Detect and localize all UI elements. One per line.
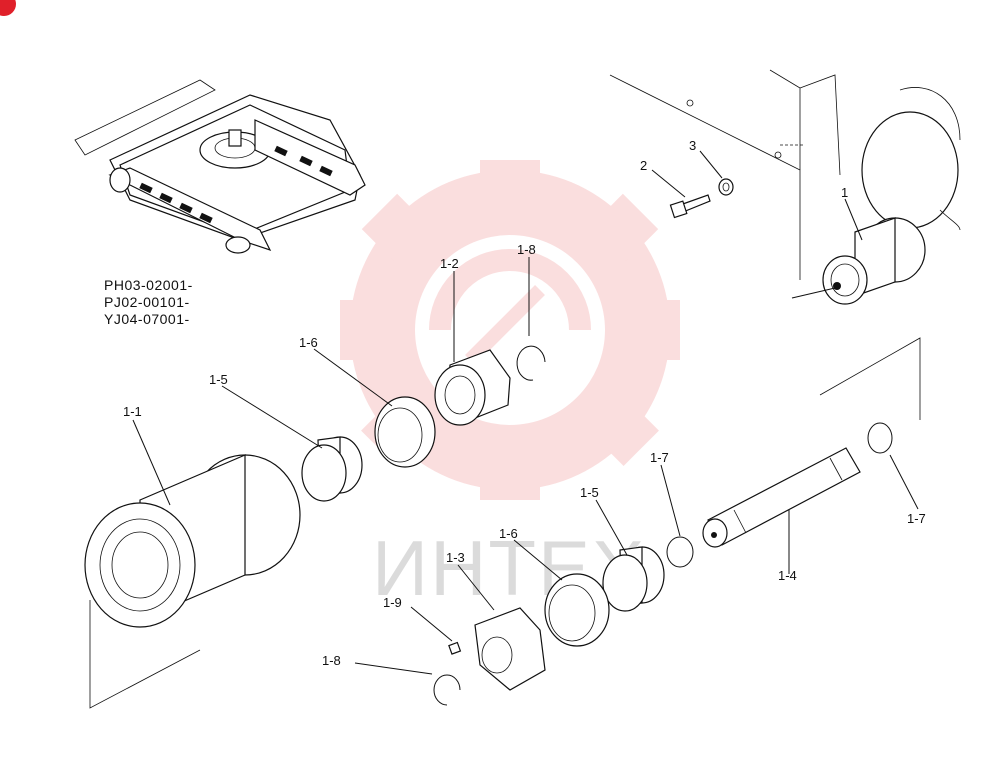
serial-number: PJ02-00101- [104, 294, 190, 310]
plug-part [448, 641, 462, 655]
callout-1: 1 [841, 185, 848, 200]
snap-ring-part [516, 345, 546, 381]
callout-2: 2 [640, 158, 647, 173]
idler-assembly-small [791, 217, 926, 305]
callout-1-5: 1-5 [580, 485, 599, 500]
callout-1-4: 1-4 [778, 568, 797, 583]
o-ring-part [666, 536, 694, 568]
corner-badge [0, 0, 16, 16]
bushing-part [301, 436, 363, 502]
o-ring-part [867, 422, 893, 454]
washer-part [718, 178, 734, 196]
callout-3: 3 [689, 138, 696, 153]
serial-number: PH03-02001- [104, 277, 193, 293]
floating-seal-part [374, 396, 436, 468]
callout-1-1: 1-1 [123, 404, 142, 419]
callout-1-2: 1-2 [440, 256, 459, 271]
callout-1-7: 1-7 [907, 511, 926, 526]
idler-wheel-part [84, 454, 301, 709]
callout-1-9: 1-9 [383, 595, 402, 610]
watermark-logo [340, 160, 680, 500]
callout-1-3: 1-3 [446, 550, 465, 565]
callout-1-6: 1-6 [299, 335, 318, 350]
bushing-part [602, 546, 665, 612]
serial-number-list: PH03-02001- PJ02-00101- YJ04-07001- [104, 277, 193, 327]
support-part [474, 607, 546, 691]
snap-ring-part [433, 674, 461, 706]
floating-seal-part [544, 573, 610, 647]
callout-1-5: 1-5 [209, 372, 228, 387]
callout-1-7: 1-7 [650, 450, 669, 465]
callout-labels: 2 3 1 1-2 1-8 1-6 1-5 1-1 1-7 1-5 1-7 1-… [123, 138, 926, 668]
callout-1-6: 1-6 [499, 526, 518, 541]
serial-number: YJ04-07001- [104, 311, 190, 327]
callout-1-8: 1-8 [517, 242, 536, 257]
bolt-part [669, 194, 711, 219]
leader-lines [132, 150, 919, 675]
shaft-part [702, 337, 921, 548]
undercarriage-illustration [74, 79, 366, 254]
support-part [434, 349, 511, 426]
callout-1-8: 1-8 [322, 653, 341, 668]
